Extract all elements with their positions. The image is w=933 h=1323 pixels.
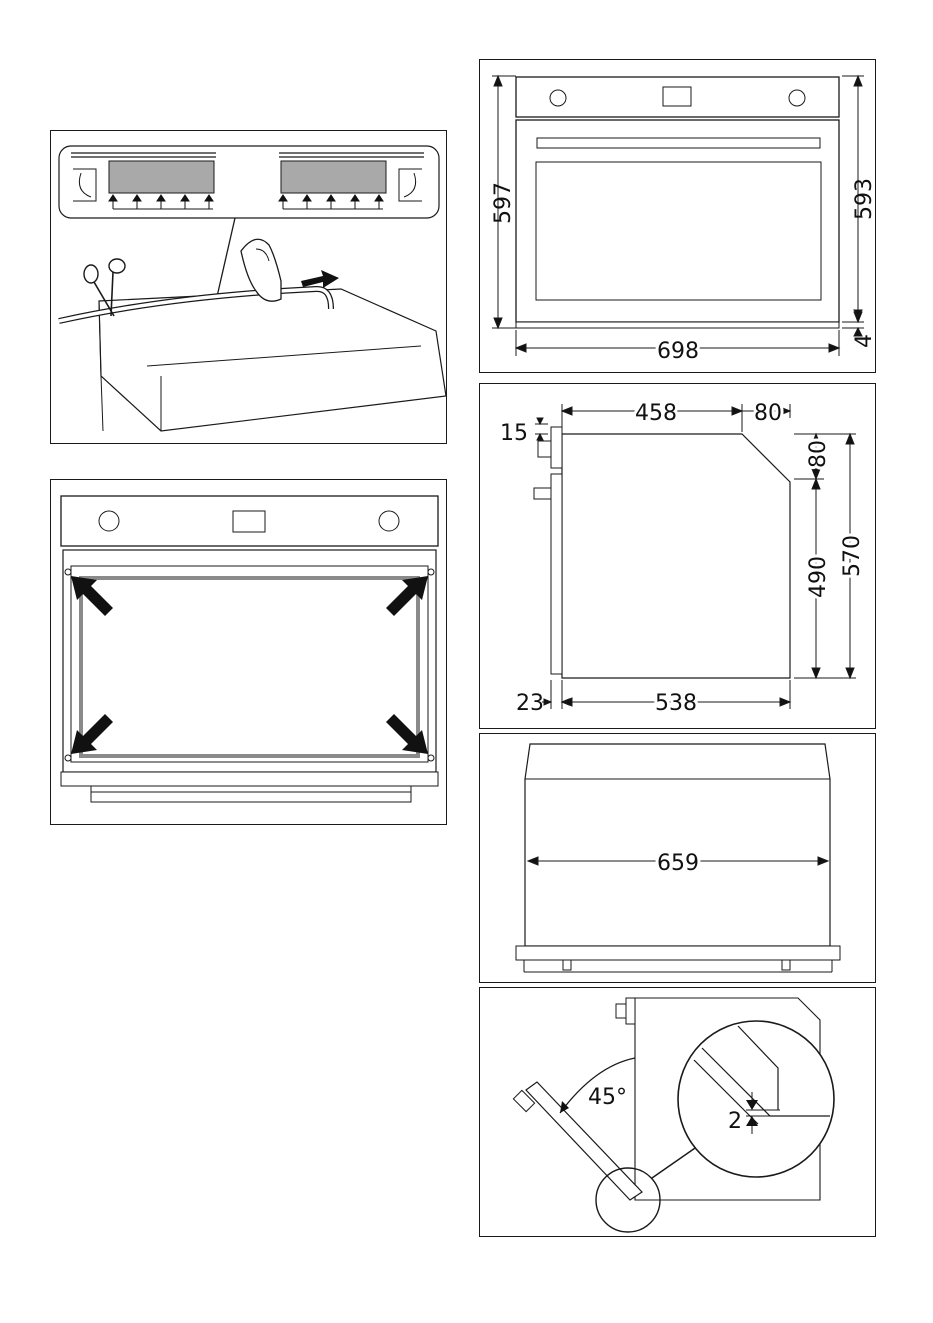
oven-front-drawing [51,480,448,826]
front-dimensions-drawing: 597 593 4 698 [480,60,877,374]
angle-label-45: 45° [588,1085,627,1110]
figure-side-dimensions: 458 80 15 80 490 570 23 538 [479,383,876,729]
door-angle-drawing: 45° 2 [480,988,877,1238]
figure-seal-installation [50,130,447,444]
top-view-drawing: 659 [480,734,877,984]
dim-gap-4: 4 [852,334,877,348]
dim-width-698: 698 [657,339,699,364]
dim-offset-15: 15 [500,421,528,446]
dim-bevel-80-vertical: 80 [806,440,831,468]
dim-depth-538: 538 [655,691,697,716]
seal-installation-drawing [51,131,448,445]
dim-depth-458: 458 [635,401,677,426]
side-dimensions-drawing: 458 80 15 80 490 570 23 538 [480,384,877,730]
gap-label-2: 2 [728,1109,742,1134]
dim-height-490: 490 [806,556,831,598]
figure-oven-front-seal [50,479,447,825]
dim-height-597: 597 [491,182,516,224]
dim-height-570: 570 [840,535,865,577]
figure-front-dimensions: 597 593 4 698 [479,59,876,373]
dim-door-23: 23 [516,691,544,716]
figure-door-angle-detail: 45° 2 [479,987,876,1237]
figure-top-view: 659 [479,733,876,983]
dim-bevel-80-horizontal: 80 [754,401,782,426]
dim-width-659: 659 [657,851,699,876]
dim-height-593: 593 [852,178,877,220]
